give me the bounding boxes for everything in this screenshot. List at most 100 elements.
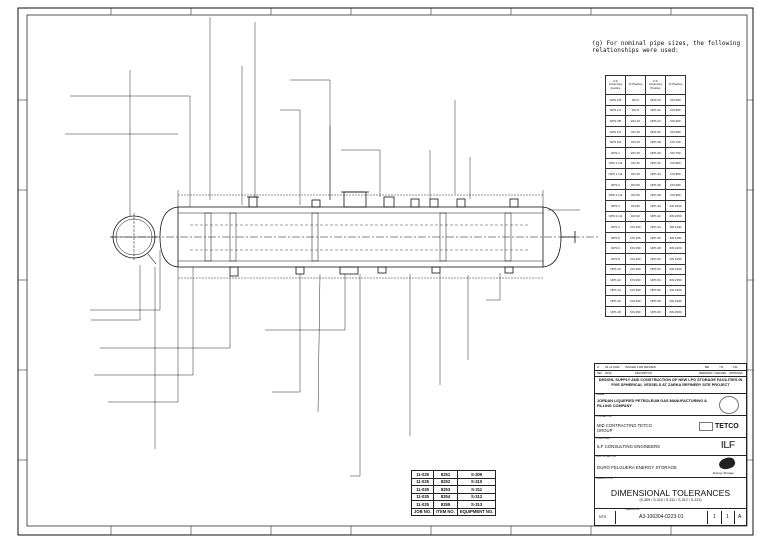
reference-cell: EQUIPMENT NO.: [456, 507, 497, 516]
pipe-table-cell: NPS 58: [645, 295, 666, 307]
pipe-table-header: U.S. Customary practice SI Practice U.S.…: [605, 75, 686, 95]
pipe-header-cell: SI Practice: [665, 75, 686, 95]
drawing-number-row: DRAWING NO. NTS A3-106304-0223-01 1 1 A: [595, 509, 746, 525]
consultant-label: CONSULTANT: [596, 438, 611, 440]
pipe-table-cell: NPS 46: [645, 231, 666, 244]
reference-cell: 11-025: [410, 477, 435, 486]
pipe-table-cell: NPS 28: [645, 136, 666, 148]
rev-letter: A: [597, 365, 600, 369]
inner-border: [26, 14, 748, 527]
contractor-name: MID CONTRACTING TETCO GROUP: [597, 423, 652, 433]
pipe-table-cell: NPS 60: [645, 305, 666, 318]
pipe-table-cell: DN 1000: [665, 199, 686, 212]
pipe-table-cell: DN 80: [625, 199, 646, 212]
drawing-number: A3-106304-0223-01: [639, 514, 684, 520]
pipe-size-note: (g) For nominal pipe sizes, the followin…: [592, 40, 741, 54]
rev-date: 24.11.2022: [605, 365, 620, 369]
consultant-box: CONSULTANT ILF CONSULTING ENGINEERS ILF: [595, 438, 746, 456]
rev-header-description: DESCRIPTION: [635, 372, 653, 375]
nozzle-bottom-5: [504, 266, 514, 274]
reference-cell: S-311: [456, 485, 497, 494]
pipe-table-cell: DN 1200: [665, 242, 686, 254]
dimension-leaders: [65, 17, 580, 477]
nozzle-top-3: [383, 196, 395, 208]
nozzle-top-5: [429, 198, 439, 208]
divider: [615, 511, 616, 524]
pipe-table-cell: NPS 10: [605, 263, 626, 276]
pipe-table-cell: DN 750: [665, 146, 686, 159]
pipe-table-cell: DN 32: [625, 157, 646, 170]
contractor-logo-mark: [699, 422, 713, 431]
pipe-table-cell: DN 8: [625, 104, 646, 117]
pipe-table-cell: NPS 38: [645, 189, 666, 201]
pipe-table-cell: NPS 32: [645, 157, 666, 170]
pipe-table-cell: NPS 36: [645, 178, 666, 191]
rev-description: ISSUED FOR REVIEW: [625, 365, 657, 369]
pipe-table-cell: NPS 30: [645, 146, 666, 159]
reference-cell: JOB NO.: [410, 507, 435, 516]
reference-row: JOB NO.ITEM NO.EQUIPMENT NO.: [410, 507, 497, 516]
reference-cell: 8252: [433, 477, 458, 486]
divider: [721, 511, 722, 524]
consultant-name: ILF CONSULTING ENGINEERS: [597, 444, 661, 449]
pipe-table-cell: NPS 3: [605, 199, 626, 212]
consultant-logo: ILF: [721, 440, 735, 451]
pipe-table-cell: DN 500: [665, 94, 686, 106]
pipe-table-cell: DN 1250: [665, 252, 686, 265]
pipe-table-cell: NPS 34: [645, 168, 666, 180]
nozzle-top-4: [410, 198, 420, 208]
title-block: A 24.11.2022 ISSUED FOR REVIEW BE YN FM …: [594, 363, 747, 526]
pipe-table-cell: NPS 1 1/4: [605, 157, 626, 170]
contractor-logo: TETCO: [715, 423, 739, 430]
divider: [734, 511, 735, 524]
reference-cell: 11-025: [410, 470, 435, 479]
pipe-table-cell: DN 25: [625, 146, 646, 159]
reference-cell: 11-025: [410, 485, 435, 494]
owner-box: OWNER JORDAN LIQUEFIED PETROLEUM GAS MAN…: [595, 394, 746, 416]
reference-cell: 11-025: [410, 500, 435, 509]
contractor-box: CONTRACTOR MID CONTRACTING TETCO GROUP T…: [595, 416, 746, 438]
pipe-table-cell: NPS 54: [645, 274, 666, 286]
pipe-table-cell: DN 850: [665, 168, 686, 180]
pipe-table-cell: DN 800: [665, 157, 686, 170]
pipe-table-cell: NPS 3 1/2: [605, 210, 626, 223]
rev-prepared: BE: [705, 365, 710, 369]
pipe-table-cell: DN 600: [665, 115, 686, 127]
pipe-table-cell: NPS 56: [645, 284, 666, 297]
pipe-table-cell: NPS 8: [605, 252, 626, 265]
pipe-table-cell: DN 15: [625, 125, 646, 138]
pipe-table-cell: DN 10: [625, 115, 646, 127]
pipe-table-cell: DN 1400: [665, 284, 686, 297]
rev-header-prepared: PREPARED: [699, 372, 713, 375]
reference-cell: S-310: [456, 477, 497, 486]
pipe-table-cell: DN 550: [665, 104, 686, 117]
pipe-table-cell: DN 1150: [665, 231, 686, 244]
divider: [707, 511, 708, 524]
pipe-table-cell: NPS 3/4: [605, 136, 626, 148]
reference-cell: 8251: [433, 470, 458, 479]
pipe-table-cell: NPS 2 1/2: [605, 189, 626, 201]
owner-name: JORDAN LIQUEFIED PETROLEUM GAS MANUFACTU…: [597, 399, 707, 408]
pipe-table-cell: NPS 1/2: [605, 125, 626, 138]
subcontractor-name: DURO FELGUERA ENERGY STORAGE: [597, 465, 677, 470]
reference-cell: S-309: [456, 470, 497, 479]
owner-label: OWNER: [596, 394, 605, 396]
pipe-table-cell: DN 100: [625, 221, 646, 233]
reference-cell: S-313: [456, 500, 497, 509]
pipe-table-cell: DN 1300: [665, 263, 686, 276]
pipe-table-cell: DN 40: [625, 168, 646, 180]
drawing-title: DIMENSIONAL TOLERANCES: [610, 488, 731, 498]
